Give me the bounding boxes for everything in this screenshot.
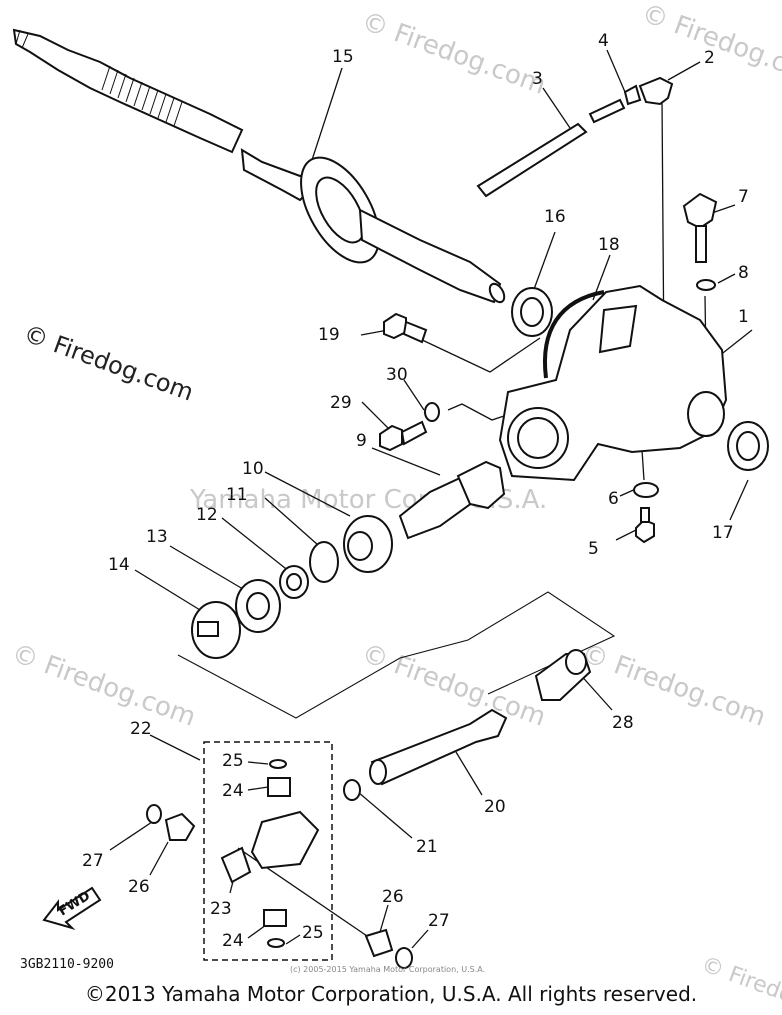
watermark-firedog: © Firedog.com	[8, 638, 200, 732]
part-label: 13	[146, 527, 168, 547]
part-label: 15	[332, 47, 354, 67]
part-label: 22	[130, 719, 152, 739]
oil-seals	[511, 287, 769, 471]
watermark-firedog: © Firedog.com	[578, 638, 770, 732]
pinion-gear	[398, 460, 506, 540]
part-label: 24	[222, 931, 244, 951]
bearings-and-rings	[191, 515, 393, 659]
part-label: 26	[128, 877, 150, 897]
small-credit: (c) 2005-2015 Yamaha Motor Corporation, …	[290, 965, 485, 974]
part-label: 11	[226, 485, 248, 505]
part-label: 23	[210, 899, 232, 919]
part-label: 27	[82, 851, 104, 871]
part-label: 21	[416, 837, 438, 857]
watermark-firedog-dark: © Firedog.com	[20, 319, 197, 406]
part-label: 10	[242, 459, 264, 479]
clip-21	[343, 779, 361, 801]
watermark-firedog: © Firedog.com	[358, 6, 550, 100]
part-label: 25	[302, 923, 324, 943]
fwd-arrow-icon: FWD	[42, 886, 102, 931]
part-label: 7	[738, 187, 749, 207]
bolts	[379, 312, 440, 452]
diagram-code: 3GB2110-9200	[20, 957, 114, 972]
filler-cap	[682, 192, 718, 291]
part-label: 17	[712, 523, 734, 543]
part-label: 4	[598, 31, 609, 51]
copyright-notice: ©2013 Yamaha Motor Corporation, U.S.A. A…	[84, 982, 698, 1006]
drive-shaft-20	[369, 708, 508, 786]
universal-joint-parts	[220, 759, 320, 948]
part-label: 28	[612, 713, 634, 733]
universal-joint-box	[203, 741, 333, 961]
breather-fitting	[623, 76, 674, 106]
yoke-caps	[146, 804, 413, 969]
part-label: 14	[108, 555, 130, 575]
part-label: 2	[704, 48, 715, 68]
part-label: 24	[222, 781, 244, 801]
circlip-18	[543, 290, 605, 379]
part-label: 26	[382, 887, 404, 907]
part-label: 16	[544, 207, 566, 227]
breather-hose	[476, 98, 626, 198]
part-label: 8	[738, 263, 749, 283]
part-label: 25	[222, 751, 244, 771]
drain-bolt	[633, 482, 659, 544]
watermark-layer: © Firedog.com © Firedog.com © Firedog.co…	[8, 0, 782, 1015]
part-label: 5	[588, 539, 599, 559]
part-label: 9	[356, 431, 367, 451]
part-label: 1	[738, 307, 749, 327]
driveshaft-part	[12, 28, 506, 304]
part-label: 19	[318, 325, 340, 345]
part-label: 29	[330, 393, 352, 413]
part-label: 27	[428, 911, 450, 931]
part-label: 20	[484, 797, 506, 817]
part-label: 30	[386, 365, 408, 385]
part-label: 6	[608, 489, 619, 509]
sleeve-28	[534, 649, 592, 701]
part-label: 3	[532, 69, 543, 89]
part-labels: 1 2 3 4 5 6 7 8 9 10 11 12 13 14 15 16 1…	[82, 31, 749, 951]
gear-housing	[498, 284, 728, 482]
part-label: 18	[598, 235, 620, 255]
watermark-firedog: © Firedog.com	[358, 638, 550, 732]
part-label: 12	[196, 505, 218, 525]
